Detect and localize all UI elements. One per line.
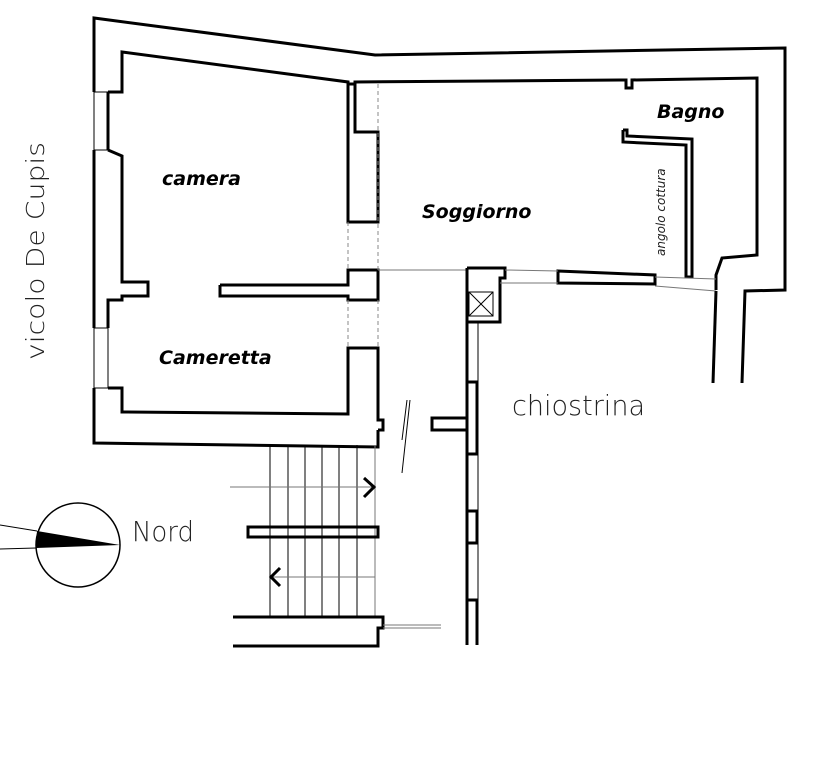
room-label-cameretta: Cameretta	[159, 347, 272, 369]
kitchen-window-wall	[556, 269, 657, 286]
bagno-wall	[621, 128, 694, 279]
room-label-soggiorno: Soggiorno	[422, 201, 531, 223]
courtyard-pillar	[465, 509, 479, 545]
courtyard-pillar	[467, 598, 479, 645]
staircase	[230, 445, 441, 648]
window-left-bottom	[93, 327, 109, 389]
room-label-angolo-cottura: angolo cottura	[654, 168, 668, 256]
central-wall	[346, 82, 380, 224]
outer-wall-left-bottom	[92, 388, 380, 449]
stair-arrow-right-icon	[362, 476, 377, 499]
window-line	[654, 285, 717, 292]
window-line	[504, 269, 559, 272]
shaft-cross	[468, 291, 494, 317]
door-swing	[401, 399, 411, 474]
shaft-box	[468, 291, 494, 317]
courtyard-label: chiostrina	[512, 389, 645, 422]
window-left-top	[93, 91, 109, 151]
partition-wall	[218, 268, 380, 302]
stair-arrow-left-icon	[268, 566, 282, 588]
north-compass-icon	[0, 502, 121, 588]
window-line	[654, 276, 717, 280]
door-swing	[401, 399, 408, 441]
camera-wall-west	[106, 148, 150, 328]
cameretta-wall	[108, 346, 385, 432]
camera-wall	[108, 50, 350, 94]
outer-wall	[92, 16, 787, 384]
soggiorno-wall	[353, 76, 759, 290]
room-label-camera: camera	[162, 168, 241, 190]
courtyard-wall	[711, 290, 718, 384]
room-label-bagno: Bagno	[657, 101, 724, 123]
street-label: vicolo De Cupis	[21, 142, 50, 360]
courtyard-pillar	[430, 380, 479, 456]
north-label: Nord	[132, 515, 194, 548]
